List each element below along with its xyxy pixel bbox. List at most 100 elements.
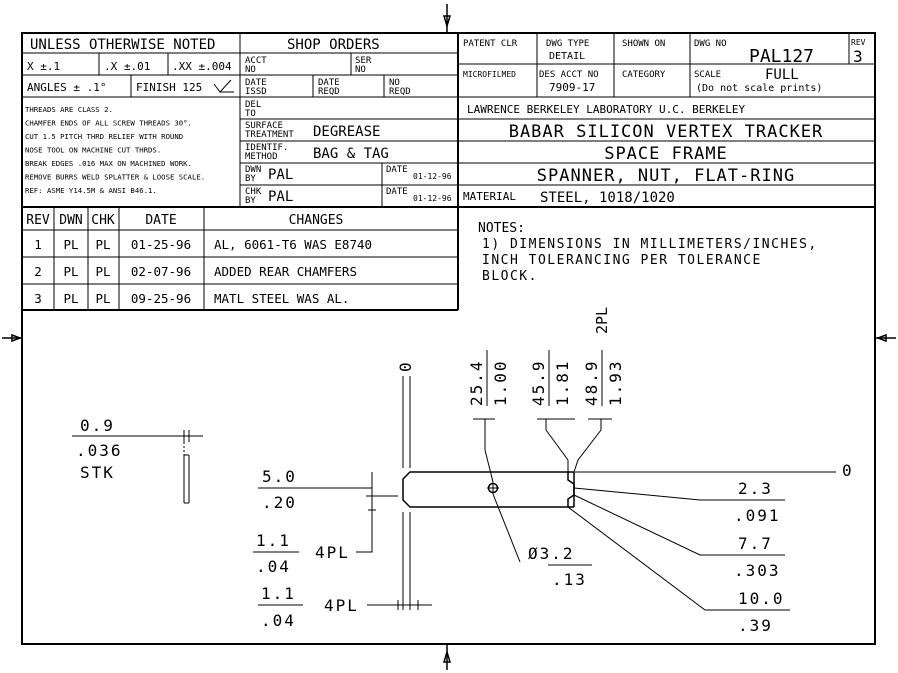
dim-c2-pl: 4PL [324,596,359,615]
dim-w-in: .20 [262,493,297,512]
dim-d3-in: 1.93 [606,359,625,406]
revision-cell: PL [95,264,110,279]
title-des-acct-label: DES ACCT NO [539,70,599,80]
tolerance-x: X ±.1 [27,60,60,73]
dim-hole-mm: Ø3.2 [528,544,575,563]
chamfer2-dim [258,600,432,610]
tolerance-note: BREAK EDGES .016 MAX ON MACHINED WORK. [25,159,192,168]
dim-d2-mm: 45.9 [529,359,548,406]
dim-c2-mm: 1.1 [261,584,296,603]
title-dwg-type-label: DWG TYPE [546,39,589,49]
centering-marks [2,4,896,670]
shop-surface-value: DEGREASE [313,124,380,140]
title-part: SPANNER, NUT, FLAT-RING [537,166,795,186]
part-outline [402,471,575,508]
note-line: 1) DIMENSIONS IN MILLIMETERS/INCHES, [482,237,818,252]
top-leaders [473,418,612,483]
dim-d3-mm: 48.9 [582,359,601,406]
revision-cell: PL [63,264,78,279]
dim-stk-mm: 0.9 [80,416,115,435]
shop-chk-date-label: DATE [386,187,408,197]
dim-d1-in: 1.00 [491,359,510,406]
revision-cell: 2 [34,264,42,279]
dim-zero-top: 0 [396,362,415,372]
revision-cell: PL [63,237,78,252]
revision-header: DWN [59,213,82,228]
dim-divider-lines [486,350,603,406]
chamfer1-dim [253,509,376,553]
shop-orders-grid [240,33,459,310]
title-project: BABAR SILICON VERTEX TRACKER [509,122,824,142]
title-category: CATEGORY [622,70,666,80]
revision-cell: 3 [34,291,42,306]
datum-lines [402,376,836,610]
title-rev-label: REV [851,38,866,47]
title-patent: PATENT CLR [463,39,518,49]
tolerance-note: CHAMFER ENDS OF ALL SCREW THREADS 30°. [25,119,192,128]
title-dwg-type: DETAIL [549,51,585,62]
dim-stk-in: .036 [76,441,123,460]
shop-orders-header: SHOP ORDERS [287,37,380,53]
note-line: BLOCK. [482,269,538,284]
title-lab: LAWRENCE BERKELEY LABORATORY U.C. BERKEL… [467,103,746,116]
notes-lines: 1) DIMENSIONS IN MILLIMETERS/INCHES, INC… [482,237,818,284]
tolerance-note: NOSE TOOL ON MACHINE CUT THRDS. [25,146,161,155]
tolerance-finish: FINISH 125 [136,81,202,94]
dim-c1-in: .04 [256,557,291,576]
title-dwg-no: PAL127 [749,46,814,67]
dim-2pl: 2PL [593,307,611,334]
title-scale-label: SCALE [694,70,721,80]
title-block-grid [458,33,875,208]
title-material-label: MATERIAL [463,190,516,203]
dim-r1-mm: 2.3 [738,479,773,498]
dim-r3-mm: 10.0 [738,589,785,608]
title-microfilmed: MICROFILMED [463,70,516,79]
tolerance-header: UNLESS OTHERWISE NOTED [30,37,215,53]
revision-cell: MATL STEEL WAS AL. [214,291,349,306]
shop-chk-date: 01-12-96 [413,194,452,203]
dim-hole-in: .13 [552,570,587,589]
dim-c1-mm: 1.1 [256,531,291,550]
revision-cell: PL [95,237,110,252]
revision-header: CHK [91,213,115,228]
dim-c2-in: .04 [261,611,296,630]
title-assembly: SPACE FRAME [604,144,728,164]
dim-c1-pl: 4PL [315,543,350,562]
hole-dim [492,493,592,566]
revision-header: REV [26,213,50,228]
revision-cell: AL, 6061-T6 WAS E8740 [214,237,372,252]
revision-header: DATE [145,213,176,228]
tolerance-note: CUT 1.5 PITCH THRD RELIEF WITH ROUND [25,132,183,141]
tolerance-note: REMOVE BURRS WELD SPLATTER & LOOSE SCALE… [25,173,205,182]
width-dim [258,472,398,512]
revision-cell: PL [63,291,78,306]
tolerance-note: THREADS ARE CLASS 2. [25,105,113,114]
revision-header: CHANGES [289,213,344,228]
tolerance-angles: ANGLES ± .1° [27,81,106,94]
revision-table-grid [22,207,458,311]
shop-ident-value: BAG & TAG [313,146,389,162]
right-leaders [567,487,790,611]
revision-cell: ADDED REAR CHAMFERS [214,264,357,279]
dim-r1-in: .091 [734,506,781,525]
note-line: INCH TOLERANCING PER TOLERANCE [482,253,762,268]
revision-cell: 02-07-96 [131,264,191,279]
dim-w-mm: 5.0 [262,467,297,486]
shop-ident-label: IDENTIF.METHOD [245,143,288,162]
stock-dim [72,430,203,504]
title-rev: 3 [853,47,863,66]
tolerance-note: REF: ASME Y14.5M & ANSI B46.1. [25,186,157,195]
tolerance-dot-x: .X ±.01 [104,60,150,73]
dim-d1-mm: 25.4 [467,359,486,406]
title-material: STEEL, 1018/1020 [540,190,675,206]
title-scale: FULL [765,67,799,83]
